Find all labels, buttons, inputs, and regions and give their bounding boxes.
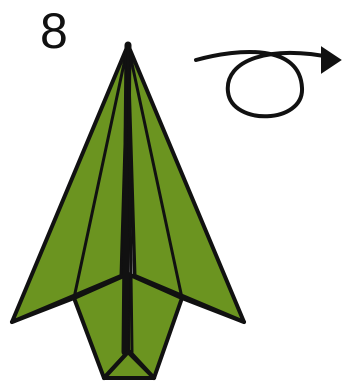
origami-shape — [12, 45, 244, 378]
turn-over-arrow-loop — [196, 52, 334, 116]
turn-over-arrow-head — [322, 48, 340, 72]
turn-over-arrow-icon — [196, 48, 340, 116]
